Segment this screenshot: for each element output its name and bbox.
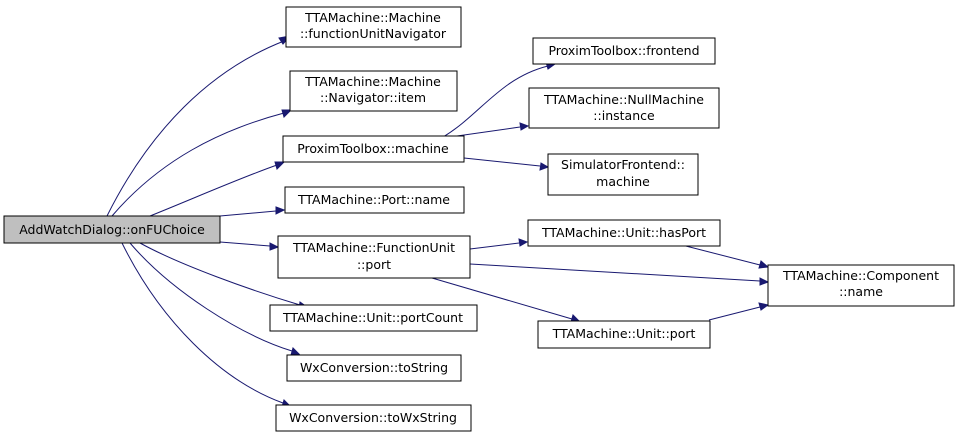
arrowhead-icon — [274, 161, 286, 170]
edge-root-to-fu-port — [219, 241, 271, 247]
node-label: ProximToolbox::machine — [297, 141, 449, 156]
arrowhead-icon — [269, 242, 280, 251]
node-label: ::functionUnitNavigator — [300, 26, 447, 41]
node-nav-item[interactable]: TTAMachine::Machine ::Navigator::item — [289, 70, 458, 112]
edge-fu-port-to-comp-name — [469, 263, 761, 282]
edge-fu-port-to-unit-port — [431, 277, 573, 320]
edge-root-to-to-wx — [121, 242, 284, 404]
node-to-string[interactable]: WxConversion::toString — [286, 354, 462, 382]
node-label: WxConversion::toString — [300, 360, 448, 375]
edge-root-to-port-name — [219, 210, 277, 217]
arrowhead-icon — [539, 162, 550, 171]
node-label: ProximToolbox::frontend — [548, 43, 699, 58]
arrowhead-icon — [281, 109, 293, 118]
node-fu-port[interactable]: TTAMachine::FunctionUnit ::port — [277, 235, 471, 279]
node-label: TTAMachine::Component — [782, 268, 939, 283]
edge-fu-port-to-has-port — [469, 242, 520, 250]
node-label: AddWatchDialog::onFUChoice — [19, 222, 205, 237]
node-label: ::instance — [593, 108, 655, 123]
node-prox-machine[interactable]: ProximToolbox::machine — [282, 135, 465, 163]
node-frontend[interactable]: ProximToolbox::frontend — [532, 37, 716, 65]
node-label: TTAMachine::Unit::hasPort — [541, 225, 706, 240]
arrowhead-icon — [519, 122, 530, 131]
arrowhead-icon — [518, 238, 529, 247]
edge-root-to-port-count — [139, 242, 301, 306]
node-root[interactable]: AddWatchDialog::onFUChoice — [3, 215, 221, 244]
node-label: TTAMachine::Port::name — [297, 192, 450, 207]
edge-prox-machine-to-frontend — [442, 65, 549, 138]
node-sim-machine[interactable]: SimulatorFrontend:: machine — [547, 153, 699, 196]
node-has-port[interactable]: TTAMachine::Unit::hasPort — [527, 219, 721, 247]
node-label: SimulatorFrontend:: — [561, 157, 685, 172]
edge-root-to-prox-machine — [149, 164, 278, 217]
node-port-name[interactable]: TTAMachine::Port::name — [284, 186, 465, 214]
node-to-wx[interactable]: WxConversion::toWxString — [275, 404, 472, 432]
edge-unit-port-to-comp-name — [708, 306, 761, 321]
edge-has-port-to-comp-name — [677, 243, 761, 266]
node-port-count[interactable]: TTAMachine::Unit::portCount — [269, 304, 478, 332]
node-label: TTAMachine::Machine — [304, 10, 441, 25]
node-unit-port[interactable]: TTAMachine::Unit::port — [537, 320, 711, 349]
edge-root-to-fun-nav — [106, 40, 285, 217]
edge-root-to-to-string — [129, 242, 293, 352]
edges — [106, 35, 770, 408]
arrowhead-icon — [275, 206, 286, 215]
node-label: WxConversion::toWxString — [289, 410, 457, 425]
node-null-machine[interactable]: TTAMachine::NullMachine ::instance — [528, 87, 720, 129]
node-fun-nav[interactable]: TTAMachine::Machine ::functionUnitNaviga… — [285, 6, 462, 48]
edge-prox-machine-to-sim-machine — [463, 157, 541, 167]
arrowhead-icon — [759, 277, 770, 286]
node-label: TTAMachine::Unit::portCount — [282, 310, 463, 325]
arrowhead-icon — [758, 302, 770, 311]
node-label: ::name — [839, 284, 883, 299]
node-label: TTAMachine::NullMachine — [543, 92, 704, 107]
edge-prox-machine-to-null-machine — [449, 126, 521, 138]
node-label: TTAMachine::FunctionUnit — [292, 240, 455, 255]
node-label: TTAMachine::Machine — [304, 74, 441, 89]
node-label: TTAMachine::Unit::port — [552, 326, 696, 341]
node-comp-name[interactable]: TTAMachine::Component ::name — [767, 264, 955, 307]
edge-root-to-nav-item — [111, 112, 285, 217]
node-label: ::port — [357, 257, 391, 272]
arrowhead-icon — [758, 260, 770, 269]
arrowhead-icon — [290, 347, 301, 356]
node-label: ::Navigator::item — [320, 90, 426, 105]
node-label: machine — [596, 174, 650, 189]
